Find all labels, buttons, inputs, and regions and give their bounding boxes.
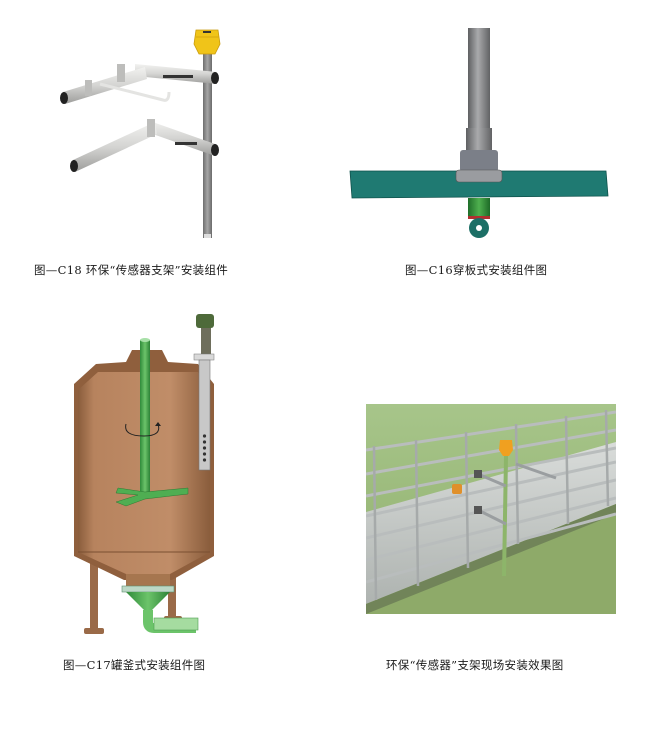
agitator-blades [115, 487, 189, 507]
tank-sensor-head-icon [196, 314, 214, 328]
figure-site-installation-photo [366, 404, 616, 614]
site-sensor-head-icon [499, 440, 513, 456]
through-plate-illustration [349, 28, 609, 238]
figure-c16-through-plate [348, 28, 610, 243]
site-installation-photo [366, 404, 616, 614]
caption-site-installation: 环保“传感器”支架现场安装效果图 [386, 658, 564, 672]
figure-c17-tank-mount [68, 312, 228, 638]
agitator-shaft [140, 340, 150, 495]
figure-c18-bracket-assembly [55, 22, 235, 242]
bracket-assembly-illustration [60, 29, 221, 238]
sensor-head-icon [193, 29, 221, 55]
caption-c16: 图—C16穿板式安装组件图 [405, 263, 548, 277]
mounting-plate [349, 170, 609, 199]
caption-c18: 图—C18 环保“传感器支架”安装组件 [34, 263, 229, 277]
railing [366, 410, 616, 584]
tank-mount-illustration [74, 314, 215, 634]
caption-c17: 图—C17罐釜式安装组件图 [63, 658, 206, 672]
sensor-pole [502, 455, 508, 577]
